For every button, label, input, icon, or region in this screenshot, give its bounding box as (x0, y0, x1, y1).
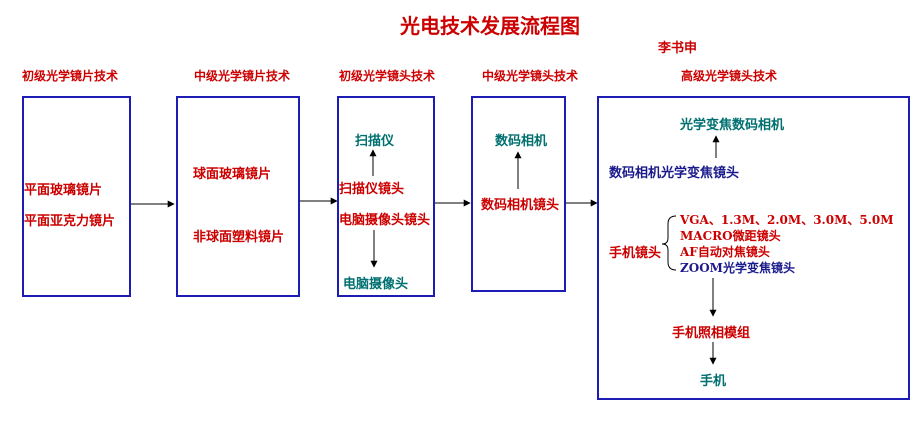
item-digital-camera-lens: 数码相机镜头 (481, 198, 560, 213)
author-name: 李书申 (658, 41, 698, 56)
item-flat-acrylic-lens: 平面亚克力镜片 (24, 214, 116, 229)
item-spherical-glass-lens: 球面玻璃镜片 (193, 167, 272, 182)
item-digital-camera: 数码相机 (495, 134, 548, 149)
item-phone-camera-module: 手机照相模组 (672, 326, 751, 341)
item-optical-zoom-camera: 光学变焦数码相机 (680, 118, 785, 133)
stage-box-2 (176, 96, 300, 297)
feature-af-lens: AF自动对焦镜头 (680, 245, 770, 259)
feature-macro-lens: MACRO微距镜头 (680, 229, 781, 243)
item-camera-zoom-lens: 数码相机光学变焦镜头 (609, 166, 740, 181)
item-aspherical-plastic-lens: 非球面塑料镜片 (193, 230, 285, 245)
stage-heading-3: 初级光学镜头技术 (339, 69, 436, 83)
stage-box-1 (22, 96, 131, 297)
item-scanner: 扫描仪 (355, 134, 395, 149)
stage-heading-4: 中级光学镜头技术 (482, 69, 579, 83)
feature-zoom-lens: ZOOM光学变焦镜头 (680, 261, 795, 275)
item-webcam-lens: 电脑摄像头镜头 (339, 213, 431, 228)
stage-box-5 (597, 96, 910, 400)
stage-heading-1: 初级光学镜片技术 (22, 69, 119, 83)
page-title: 光电技术发展流程图 (400, 14, 580, 38)
feature-resolutions: VGA、1.3M、2.0M、3.0M、5.0M (680, 213, 894, 227)
stage-heading-5: 高级光学镜头技术 (681, 69, 778, 83)
item-phone-lens: 手机镜头 (609, 246, 662, 261)
item-webcam: 电脑摄像头 (343, 277, 409, 292)
item-flat-glass-lens: 平面玻璃镜片 (24, 183, 103, 198)
item-phone: 手机 (700, 374, 727, 389)
stage-heading-2: 中级光学镜片技术 (194, 69, 291, 83)
feature-brace (661, 215, 677, 271)
stage-box-3 (337, 96, 435, 297)
stage-box-4 (471, 96, 566, 292)
item-scanner-lens: 扫描仪镜头 (339, 182, 405, 197)
